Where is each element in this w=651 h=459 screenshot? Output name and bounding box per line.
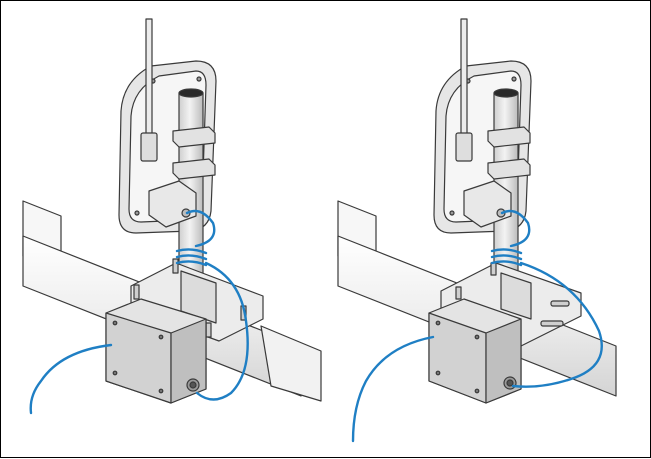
right-assembly [337, 18, 617, 404]
left-whip-antenna [140, 18, 158, 162]
left-assembly [22, 18, 322, 404]
right-whip-antenna [455, 18, 473, 162]
left-junction-box [105, 298, 207, 404]
right-cable [351, 209, 603, 443]
left-cable [29, 209, 249, 415]
right-junction-box [428, 298, 522, 404]
right-radio-unit [463, 180, 512, 228]
